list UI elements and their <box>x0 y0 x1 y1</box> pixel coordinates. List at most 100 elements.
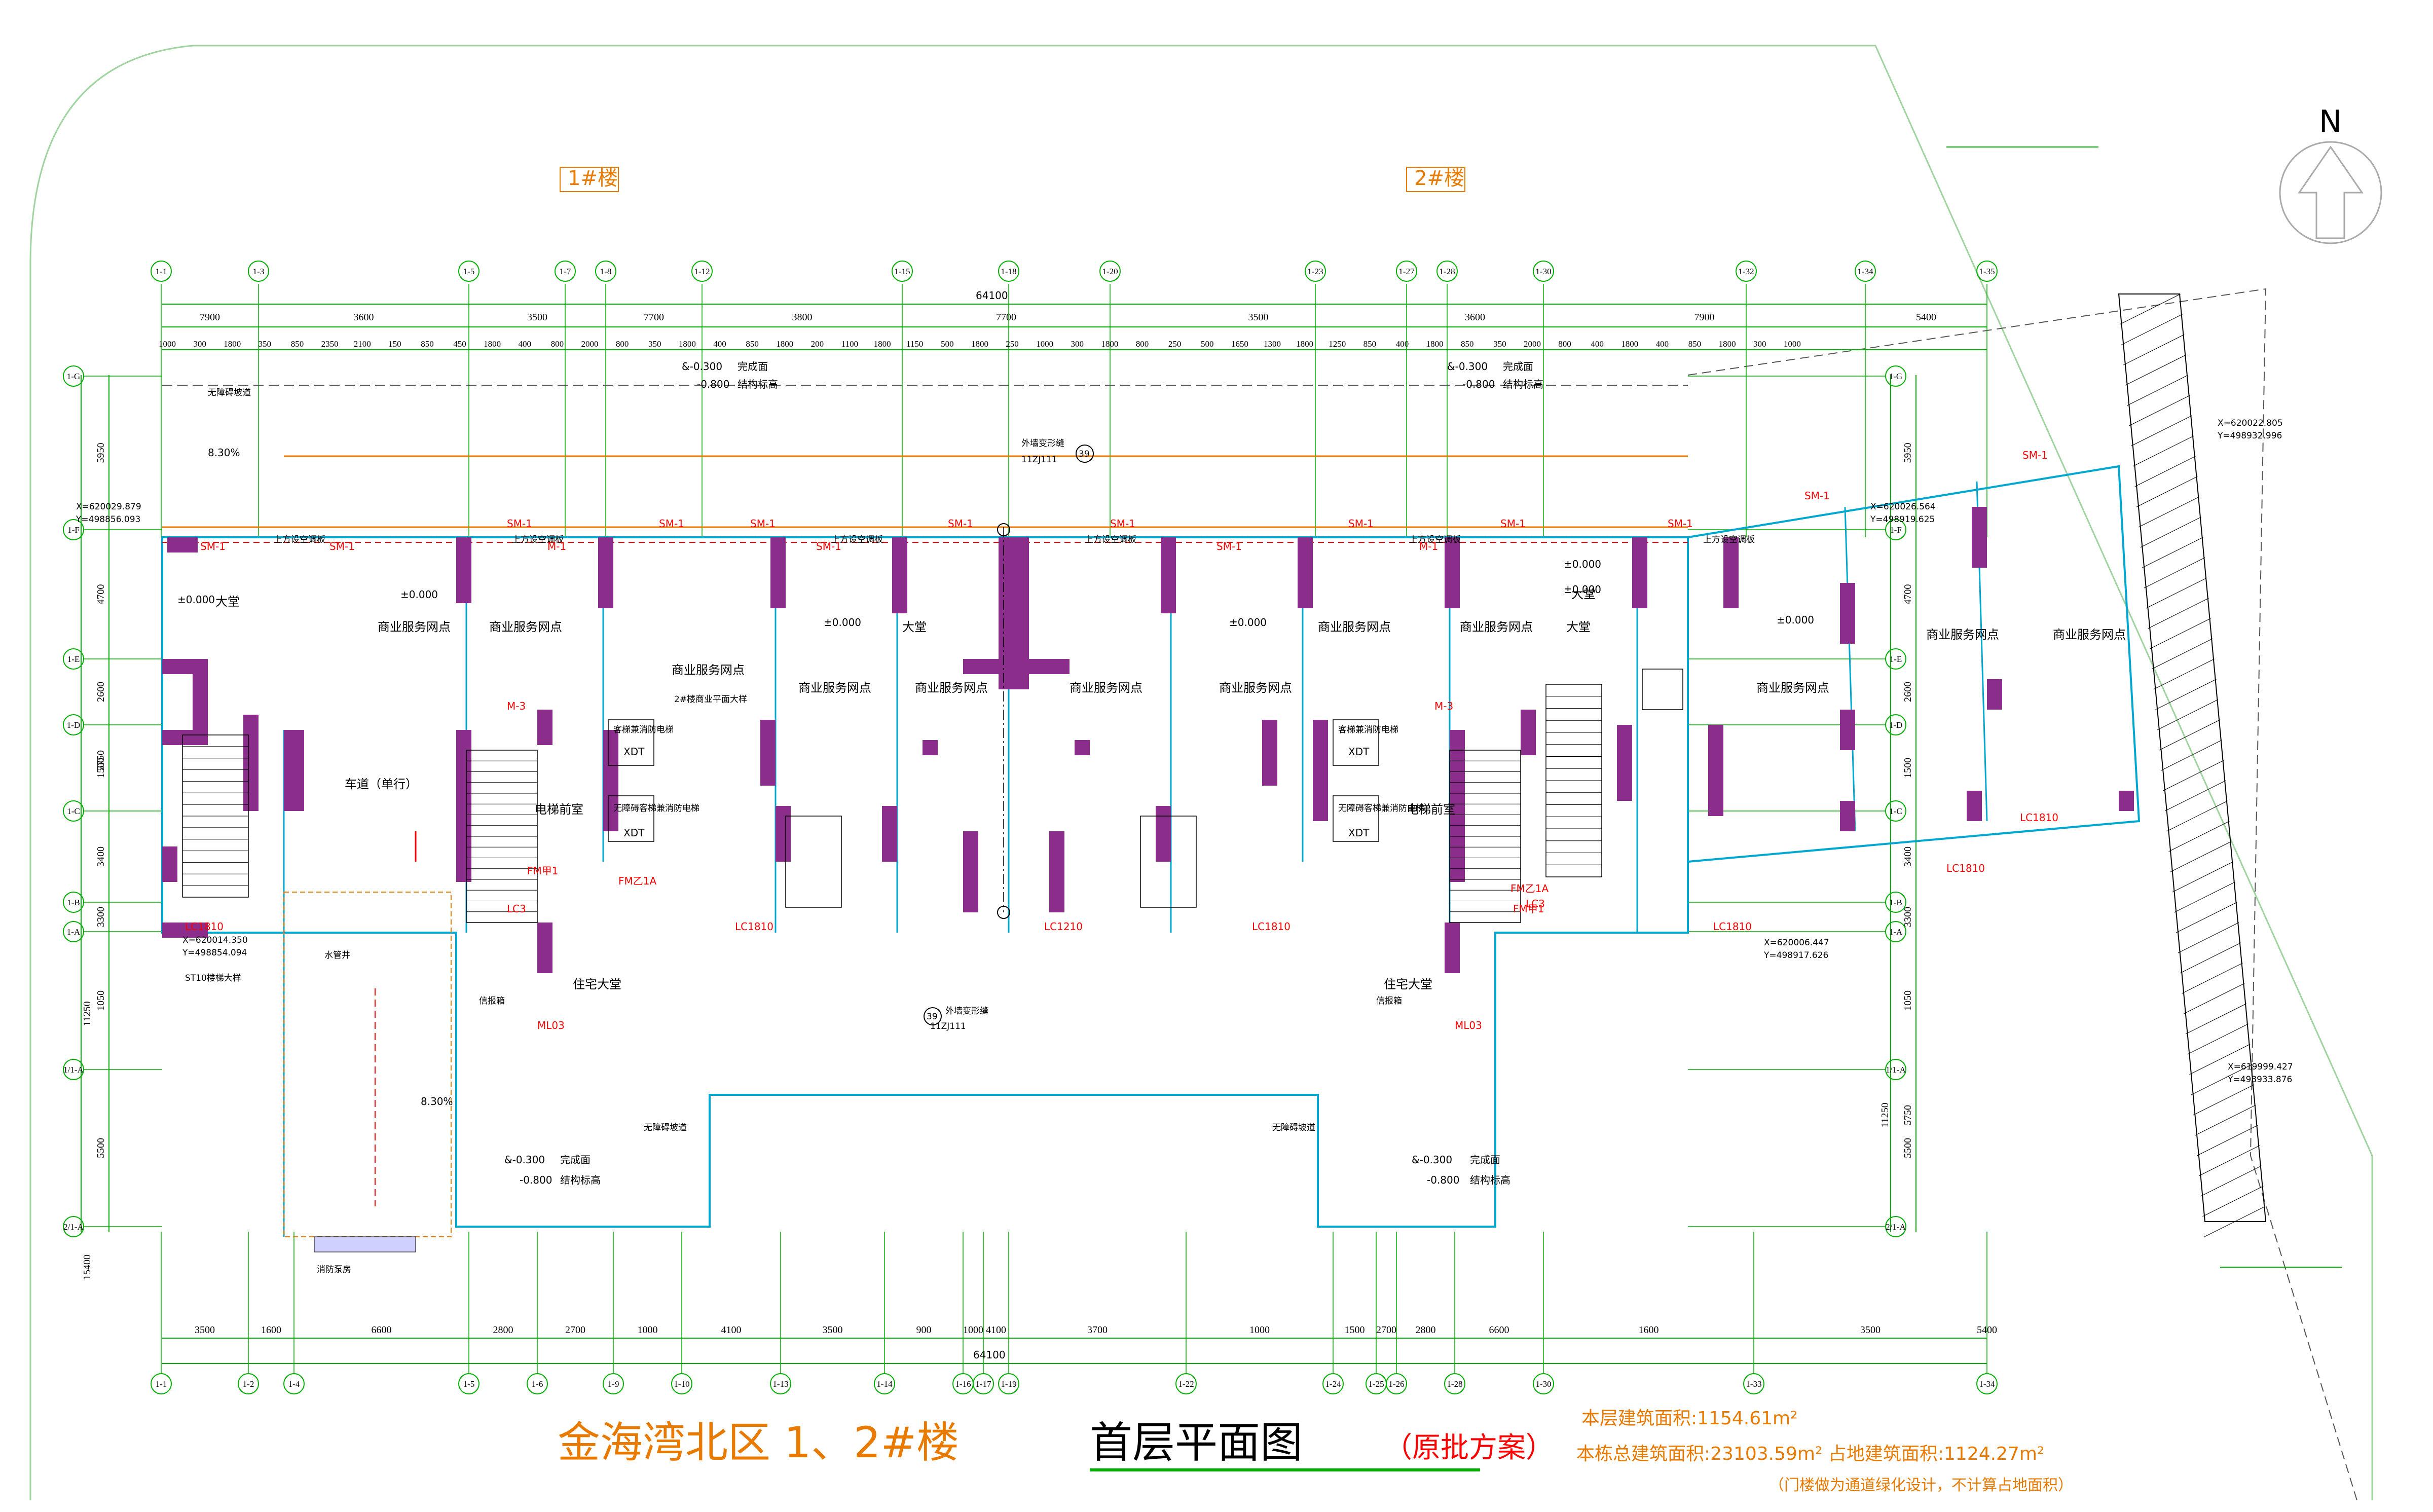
top-detail-dim-20: 200 <box>811 339 824 349</box>
door-tag-10: SM-1 <box>1348 518 1374 530</box>
top-detail-dim-50: 1000 <box>1784 339 1801 349</box>
top-detail-dim-23: 1150 <box>906 339 923 349</box>
door-tag-1: SM-1 <box>329 540 355 552</box>
left-dim-7: 5500 <box>95 1138 106 1158</box>
survey-coords: X=620029.879 Y=498856.093 X=620014.350 Y… <box>76 418 2293 1085</box>
top-dim-6: 3500 <box>1248 312 1269 323</box>
axis-bottom-1-6: 1-6 <box>532 1379 543 1389</box>
wall-17 <box>162 846 177 882</box>
slope-1: 8.30% <box>208 447 240 459</box>
top-detail-dim-18: 850 <box>746 339 759 349</box>
top-detail-dim-41: 350 <box>1493 339 1506 349</box>
detail-refs: 外墙变形缝 11ZJ111 39 外墙变形缝 11ZJ111 39 <box>924 438 1094 1031</box>
ramp-2: 无障碍坡道 <box>644 1123 687 1133</box>
ac-board-6: 上方设空调板 <box>1703 535 1755 545</box>
elev-label-2: 无障碍客梯兼消防电梯 <box>613 803 699 814</box>
xdt-2: XDT <box>623 827 645 839</box>
wall-7 <box>1161 537 1176 613</box>
axis-top-1-1: 1-1 <box>156 267 167 276</box>
top-detail-dim-15: 350 <box>648 339 661 349</box>
level-zero-2: ±0.000 <box>400 588 438 601</box>
top-detail-dim-43: 800 <box>1558 339 1571 349</box>
door-tag-26: LC1810 <box>2020 812 2058 824</box>
axis-left-1-F: 1-F <box>67 525 80 535</box>
top-detail-dim-21: 1100 <box>841 339 858 349</box>
top-dim-2: 3500 <box>527 312 547 323</box>
drawing-title-main: 首层平面图 <box>1090 1418 1303 1467</box>
top-detail-dim-30: 800 <box>1136 339 1149 349</box>
north-arrow-icon <box>2279 141 2382 244</box>
top-dim-1: 3600 <box>354 312 374 323</box>
room-shop-8: 商业服务网点 <box>1318 620 1391 634</box>
top-detail-dim-31: 250 <box>1168 339 1182 349</box>
top-detail-dim-2: 1800 <box>224 339 241 349</box>
axis-top-1-12: 1-12 <box>694 267 710 276</box>
top-detail-dim-49: 300 <box>1753 339 1766 349</box>
left-dim-3: 1500 <box>95 758 106 778</box>
wall-45 <box>2119 791 2134 811</box>
room-lobby-1: 大堂 <box>215 595 240 609</box>
bottom-dim-11: 3700 <box>1087 1324 1108 1336</box>
top-detail-dim-4: 850 <box>291 339 304 349</box>
mail-1: 信报箱 <box>479 996 505 1006</box>
top-detail-dim-35: 1800 <box>1296 339 1313 349</box>
axis-top-1-27: 1-27 <box>1398 267 1415 276</box>
door-tag-32: FM乙1A <box>1510 882 1549 895</box>
axis-top-1-35: 1-35 <box>1979 267 1995 276</box>
top-detail-dim-11: 400 <box>519 339 532 349</box>
title-block: 金海湾北区 1、2#楼 首层平面图 （原批方案） 本层建筑面积:1154.61m… <box>558 1408 2073 1494</box>
wall-36 <box>1840 710 1855 750</box>
top-detail-dim-0: 1000 <box>159 339 176 349</box>
top-dim-4: 3800 <box>792 312 813 323</box>
axis-bottom-1-4: 1-4 <box>288 1379 300 1389</box>
wall-20 <box>284 730 304 811</box>
top-dim-3: 7700 <box>644 312 664 323</box>
door-tag-31: FM乙1A <box>618 875 656 887</box>
top-dim-8: 7900 <box>1694 312 1715 323</box>
door-tag-5: SM-1 <box>750 518 776 530</box>
axis-top-1-3: 1-3 <box>253 267 265 276</box>
level-note-a3: 完成面 <box>560 1154 591 1166</box>
bottom-dim-15: 2800 <box>1416 1324 1436 1336</box>
room-shop-3: 商业服务网点 <box>672 663 745 677</box>
wall-28 <box>1049 831 1064 912</box>
bottom-dim-0: 3500 <box>195 1324 215 1336</box>
top-dim-5: 7700 <box>996 312 1016 323</box>
room-res-lobby-1: 住宅大堂 <box>573 977 621 991</box>
ac-board-2: 上方设空调板 <box>512 535 564 545</box>
level-minus2-3: -0.800 <box>520 1174 552 1186</box>
wall-44 <box>1840 801 1855 831</box>
bottom-dim-6: 4100 <box>721 1324 742 1336</box>
axis-bubbles-left: 1-G1-F1-E1-D1-C1-B1-A1/1-A2/1-A <box>63 365 84 1237</box>
axis-grid-horizontal <box>84 376 1886 1227</box>
wall-15 <box>193 659 208 735</box>
top-detail-dim-17: 400 <box>713 339 726 349</box>
note-gate: （门楼做为通道绿化设计，不计算占地面积） <box>1769 1477 2073 1494</box>
plan-note: 2#楼商业平面大样 <box>674 694 747 705</box>
door-tag-8: SM-1 <box>1110 518 1135 530</box>
wall-41 <box>1024 659 1070 674</box>
bottom-dim-4: 2700 <box>565 1324 585 1336</box>
axis-bottom-1-30: 1-30 <box>1535 1379 1551 1389</box>
wall-23 <box>537 710 552 745</box>
wall-13 <box>1972 507 1987 568</box>
level-note-b2: 结构标高 <box>1503 378 1543 390</box>
room-shop-5: 商业服务网点 <box>915 681 988 695</box>
north-label: N <box>2319 104 2342 139</box>
ref-wall-1: 外墙变形缝 <box>1021 438 1064 449</box>
room-shop-1: 商业服务网点 <box>378 620 451 634</box>
axis-right-1-B: 1-B <box>1889 898 1902 907</box>
door-tag-23: LC1810 <box>1252 920 1291 933</box>
door-tag-13: SM-1 <box>1668 518 1693 530</box>
axis-right-1-D: 1-D <box>1889 720 1902 730</box>
door-tag-27: ML03 <box>537 1019 565 1031</box>
ac-board-3: 上方设空调板 <box>831 535 883 545</box>
wall-29 <box>1156 806 1171 862</box>
top-detail-dim-9: 450 <box>453 339 466 349</box>
room-shop-10: 商业服务网点 <box>1756 681 1829 695</box>
axis-bottom-1-14: 1-14 <box>876 1379 893 1389</box>
ac-board-4: 上方设空调板 <box>1085 535 1136 545</box>
